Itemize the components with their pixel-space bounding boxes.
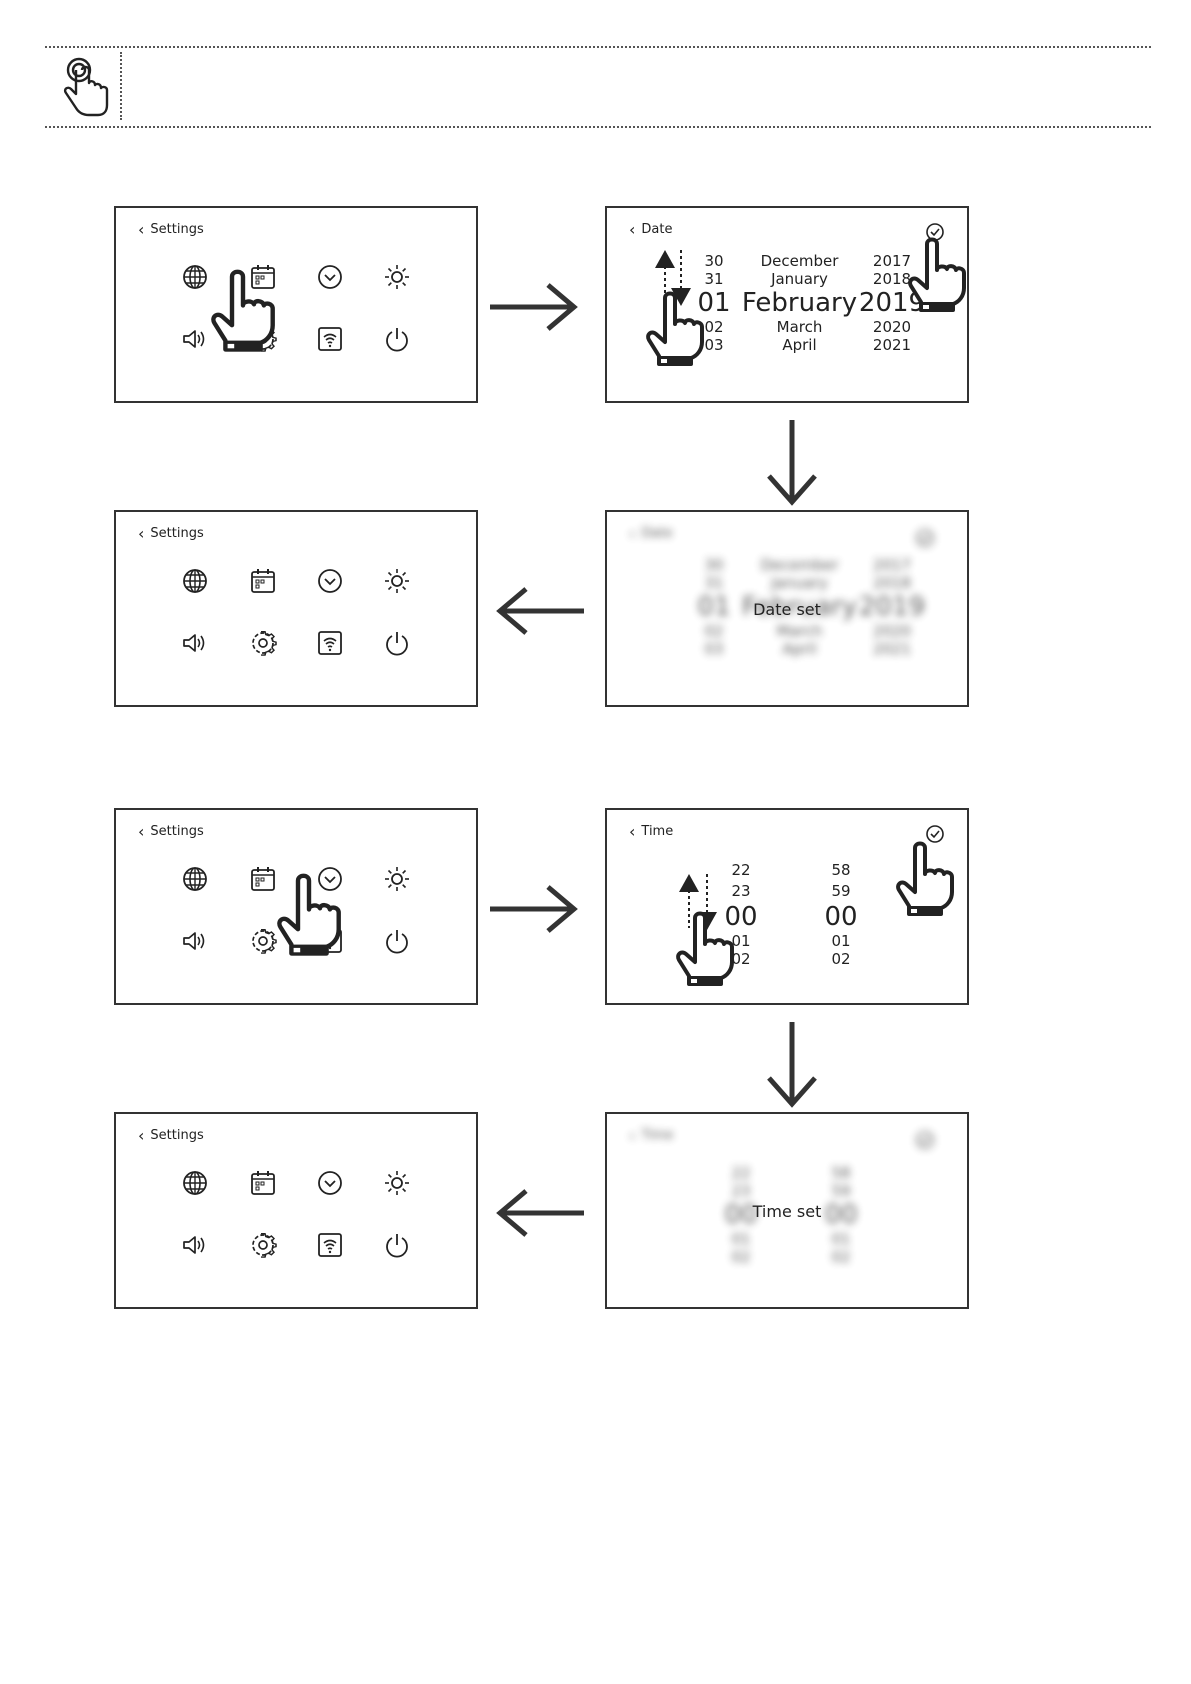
calendar-icon[interactable]	[249, 865, 277, 893]
arrow-right-1	[490, 283, 578, 331]
screen-title: Settings	[150, 824, 204, 839]
wifi-icon[interactable]	[316, 325, 344, 353]
power-icon[interactable]	[383, 325, 411, 353]
arrow-left-1	[496, 587, 584, 635]
screen-title: Settings	[150, 222, 204, 237]
chevron-left-icon: ‹	[138, 220, 145, 239]
globe-icon[interactable]	[181, 263, 209, 291]
calendar-icon[interactable]	[249, 1169, 277, 1197]
brightness-icon[interactable]	[383, 1169, 411, 1197]
hand-pointer-icon	[210, 268, 276, 356]
gear-icon[interactable]	[249, 927, 277, 955]
brightness-icon[interactable]	[383, 567, 411, 595]
calendar-icon[interactable]	[249, 567, 277, 595]
wifi-icon[interactable]	[316, 629, 344, 657]
settings-screen-1: ‹ Settings	[114, 206, 478, 403]
back-button: ‹ Date	[629, 524, 673, 543]
arrow-right-2	[490, 885, 578, 933]
screen-title: Time	[641, 1128, 674, 1143]
date-set-message: Date set	[753, 600, 821, 619]
screen-title: Settings	[150, 526, 204, 541]
brightness-icon[interactable]	[383, 263, 411, 291]
clock-icon[interactable]	[316, 1169, 344, 1197]
screen-title: Date	[641, 526, 673, 541]
speaker-icon[interactable]	[181, 927, 209, 955]
clock-icon[interactable]	[316, 263, 344, 291]
chevron-left-icon: ‹	[138, 524, 145, 543]
screen-title: Date	[641, 222, 673, 237]
screen-title: Time	[641, 824, 674, 839]
chevron-left-icon: ‹	[138, 1126, 145, 1145]
power-icon[interactable]	[383, 1231, 411, 1259]
chevron-left-icon: ‹	[629, 524, 636, 543]
settings-screen-3: ‹ Settings	[114, 808, 478, 1005]
power-icon[interactable]	[383, 927, 411, 955]
arrow-left-2	[496, 1189, 584, 1237]
touch-icon	[63, 57, 109, 117]
speaker-icon[interactable]	[181, 629, 209, 657]
hand-pointer-icon	[276, 872, 342, 960]
top-dotted-rule	[45, 46, 1151, 48]
back-button: ‹ Time	[629, 1126, 674, 1145]
speaker-icon[interactable]	[181, 325, 209, 353]
arrow-down-1	[767, 420, 817, 506]
note-divider	[120, 52, 122, 120]
speaker-icon[interactable]	[181, 1231, 209, 1259]
chevron-left-icon: ‹	[138, 822, 145, 841]
arrow-down-2	[767, 1022, 817, 1108]
brightness-icon[interactable]	[383, 865, 411, 893]
gear-icon[interactable]	[249, 629, 277, 657]
back-button[interactable]: ‹ Settings	[138, 524, 204, 543]
back-button[interactable]: ‹ Settings	[138, 822, 204, 841]
confirm-check-icon	[915, 1130, 935, 1150]
back-button[interactable]: ‹ Date	[629, 220, 673, 239]
hand-pointer-icon	[907, 236, 967, 316]
settings-screen-2: ‹ Settings	[114, 510, 478, 707]
gear-icon[interactable]	[249, 1231, 277, 1259]
hand-pointer-icon	[675, 910, 735, 990]
back-button[interactable]: ‹ Settings	[138, 1126, 204, 1145]
chevron-left-icon: ‹	[629, 220, 636, 239]
globe-icon[interactable]	[181, 1169, 209, 1197]
wifi-icon[interactable]	[316, 1231, 344, 1259]
time-set-message: Time set	[752, 1202, 822, 1221]
clock-icon[interactable]	[316, 567, 344, 595]
power-icon[interactable]	[383, 629, 411, 657]
bottom-dotted-rule	[45, 126, 1151, 128]
confirm-check-icon	[915, 528, 935, 548]
back-button[interactable]: ‹ Time	[629, 822, 674, 841]
settings-screen-4: ‹ Settings	[114, 1112, 478, 1309]
chevron-left-icon: ‹	[629, 1126, 636, 1145]
back-button[interactable]: ‹ Settings	[138, 220, 204, 239]
globe-icon[interactable]	[181, 567, 209, 595]
globe-icon[interactable]	[181, 865, 209, 893]
screen-title: Settings	[150, 1128, 204, 1143]
hand-pointer-icon	[645, 290, 705, 370]
chevron-left-icon: ‹	[629, 822, 636, 841]
hand-pointer-icon	[895, 840, 955, 920]
